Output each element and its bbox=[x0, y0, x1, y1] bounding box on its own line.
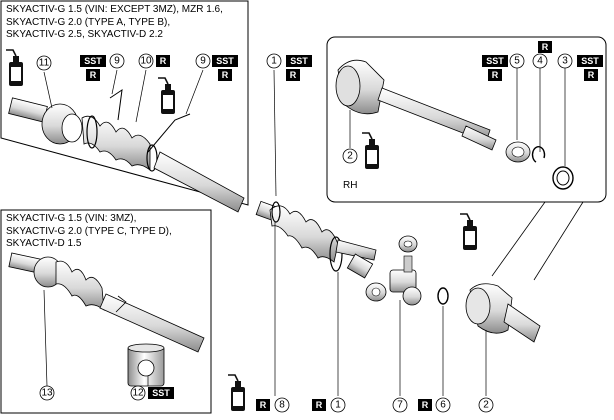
sst-badge: SST bbox=[286, 55, 312, 67]
callout-9: 9 bbox=[109, 53, 125, 69]
callout-6: 6 bbox=[435, 397, 451, 413]
sst-badge: SST bbox=[148, 387, 174, 399]
upper-left-heading: SKYACTIV-G 1.5 (VIN: EXCEPT 3MZ), MZR 1.… bbox=[6, 4, 223, 42]
center-driveshaft bbox=[255, 200, 377, 279]
svg-text:1: 1 bbox=[271, 56, 277, 67]
r-badge: R bbox=[312, 399, 326, 411]
tripod-joint-7 bbox=[365, 235, 422, 306]
callout-7: 7 bbox=[392, 397, 408, 413]
rh-inset-shaft bbox=[335, 59, 574, 190]
svg-text:R: R bbox=[316, 400, 323, 410]
callout-3: 3 bbox=[557, 53, 573, 69]
svg-text:R: R bbox=[542, 42, 549, 52]
r-badge: R bbox=[86, 69, 100, 81]
r-badge: R bbox=[156, 55, 170, 67]
callout-4: 4 bbox=[532, 53, 548, 69]
sst-badge: SST bbox=[212, 55, 238, 67]
rh-inset-panel bbox=[326, 36, 607, 281]
svg-text:R: R bbox=[260, 400, 267, 410]
callout-5: 5 bbox=[509, 53, 525, 69]
svg-text:SST: SST bbox=[581, 56, 599, 66]
r-badge: R bbox=[584, 69, 598, 81]
svg-text:6: 6 bbox=[440, 400, 446, 411]
outer-housing-2 bbox=[465, 283, 541, 343]
callout-12: 12 bbox=[130, 385, 146, 401]
grease-icon bbox=[361, 132, 380, 170]
svg-text:R: R bbox=[290, 70, 297, 80]
snap-ring-6 bbox=[437, 287, 449, 305]
sst-tool-12 bbox=[127, 343, 165, 387]
callout-2: 2 bbox=[342, 148, 358, 164]
sst-badge: SST bbox=[482, 55, 508, 67]
inset-label-rh: RH bbox=[343, 180, 357, 191]
svg-text:12: 12 bbox=[132, 388, 144, 399]
lower-left-line: SKYACTIV-G 2.0 (TYPE C, TYPE D), bbox=[6, 225, 172, 237]
badges: SST R R SST R SST R R SST R SST R SST R … bbox=[80, 41, 603, 411]
svg-text:R: R bbox=[492, 70, 499, 80]
callout-1: 1 bbox=[266, 53, 282, 69]
svg-text:3: 3 bbox=[562, 56, 568, 67]
lower-left-driveshaft bbox=[8, 252, 205, 353]
svg-text:SST: SST bbox=[84, 56, 102, 66]
lower-left-heading: SKYACTIV-G 1.5 (VIN: 3MZ), SKYACTIV-G 2.… bbox=[6, 213, 172, 251]
callouts: 11 9 10 9 1 2 5 4 3 13 12 8 1 7 6 2 bbox=[36, 53, 573, 413]
svg-text:13: 13 bbox=[41, 388, 53, 399]
svg-text:SST: SST bbox=[290, 56, 308, 66]
callout-2: 2 bbox=[478, 397, 494, 413]
svg-text:SST: SST bbox=[216, 56, 234, 66]
grease-icon bbox=[459, 213, 478, 251]
svg-text:10: 10 bbox=[140, 56, 152, 67]
r-badge: R bbox=[286, 69, 300, 81]
grease-icon bbox=[227, 374, 246, 412]
svg-text:R: R bbox=[422, 400, 429, 410]
callout-8: 8 bbox=[274, 397, 290, 413]
r-badge: R bbox=[488, 69, 502, 81]
svg-text:9: 9 bbox=[200, 56, 206, 67]
svg-text:R: R bbox=[588, 70, 595, 80]
svg-text:1: 1 bbox=[335, 400, 341, 411]
svg-text:R: R bbox=[160, 56, 167, 66]
grease-icon bbox=[5, 49, 24, 87]
svg-text:7: 7 bbox=[397, 400, 403, 411]
svg-text:SST: SST bbox=[486, 56, 504, 66]
leader-lines bbox=[43, 68, 566, 396]
callout-10: 10 bbox=[138, 53, 154, 69]
upper-left-line: SKYACTIV-G 2.0 (TYPE A, TYPE B), bbox=[6, 16, 171, 28]
sst-badge: SST bbox=[577, 55, 603, 67]
r-badge: R bbox=[256, 399, 270, 411]
svg-text:R: R bbox=[222, 70, 229, 80]
svg-text:2: 2 bbox=[483, 400, 489, 411]
lower-left-panel bbox=[0, 209, 212, 414]
r-badge: R bbox=[418, 399, 432, 411]
callout-1: 1 bbox=[330, 397, 346, 413]
grease-icon bbox=[157, 77, 176, 115]
upper-left-panel bbox=[0, 0, 249, 206]
svg-text:R: R bbox=[90, 70, 97, 80]
svg-text:SST: SST bbox=[152, 388, 170, 398]
upper-left-line: SKYACTIV-G 1.5 (VIN: EXCEPT 3MZ), MZR 1.… bbox=[6, 4, 223, 15]
svg-text:4: 4 bbox=[537, 56, 543, 67]
svg-text:11: 11 bbox=[39, 58, 50, 69]
r-badge: R bbox=[538, 41, 552, 53]
svg-text:9: 9 bbox=[114, 56, 120, 67]
svg-text:8: 8 bbox=[279, 400, 285, 411]
sst-badge: SST bbox=[80, 55, 106, 67]
lower-left-line: SKYACTIV-D 1.5 bbox=[6, 238, 82, 249]
lower-left-line: SKYACTIV-G 1.5 (VIN: 3MZ), bbox=[6, 213, 137, 224]
callout-11: 11 bbox=[36, 55, 52, 71]
callout-9: 9 bbox=[195, 53, 211, 69]
upper-left-line: SKYACTIV-G 2.5, SKYACTIV-D 2.2 bbox=[6, 29, 163, 40]
upper-left-driveshaft bbox=[8, 88, 245, 213]
svg-text:5: 5 bbox=[514, 56, 520, 67]
svg-text:2: 2 bbox=[347, 151, 353, 162]
callout-13: 13 bbox=[39, 385, 55, 401]
r-badge: R bbox=[218, 69, 232, 81]
